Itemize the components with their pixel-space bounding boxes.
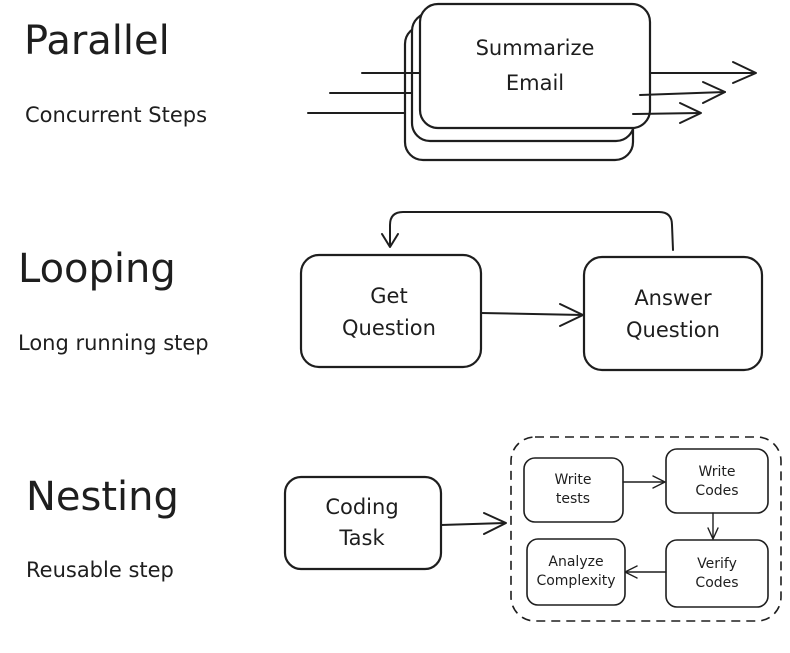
verify-codes-label-line1: Verify	[697, 556, 737, 572]
get-question-label-line1: Get	[370, 284, 407, 308]
nested-subflow-container	[510, 436, 782, 622]
coding-task-box	[283, 475, 443, 571]
write-tests-box	[523, 457, 624, 523]
write-codes-to-verify-codes-arrow	[707, 512, 719, 540]
write-codes-box	[665, 448, 769, 514]
get-question-label-line2: Question	[342, 316, 436, 340]
parallel-subtitle: Concurrent Steps	[25, 103, 207, 127]
write-tests-label-line1: Write	[555, 472, 592, 488]
section-nesting: Nesting Reusable step Coding Task Write …	[26, 436, 782, 622]
nesting-subtitle: Reusable step	[26, 558, 174, 582]
verify-codes-box	[665, 539, 769, 608]
answer-question-label-line2: Question	[626, 318, 720, 342]
get-to-answer-arrow	[480, 303, 584, 327]
write-tests-to-write-codes-arrow	[622, 475, 666, 489]
verify-codes-label-line2: Codes	[695, 575, 738, 591]
summarize-email-box	[418, 2, 652, 130]
analyze-complexity-box	[526, 538, 626, 606]
looping-subtitle: Long running step	[18, 331, 209, 355]
section-looping: Looping Long running step Get Question A…	[18, 211, 764, 372]
get-question-box	[299, 253, 483, 369]
summarize-email-label-line1: Summarize	[476, 36, 595, 60]
parallel-output-arrow-3	[632, 102, 702, 124]
loop-back-arrow	[381, 211, 674, 251]
write-tests-label-line2: tests	[556, 491, 590, 507]
answer-question-label-line1: Answer	[634, 286, 712, 310]
analyze-complexity-label-line1: Analyze	[548, 554, 603, 570]
section-parallel: Parallel Concurrent Steps Summarize Emai…	[24, 2, 757, 162]
coding-task-to-subflow-arrow	[440, 512, 507, 535]
analyze-complexity-label-line2: Complexity	[536, 573, 615, 589]
parallel-title: Parallel	[24, 18, 170, 64]
answer-question-box	[582, 255, 764, 372]
coding-task-label-line1: Coding	[325, 495, 398, 519]
verify-codes-to-analyze-complexity-arrow	[624, 565, 667, 579]
summarize-email-label-line2: Email	[506, 71, 564, 95]
looping-title: Looping	[18, 246, 176, 292]
parallel-output-arrow-1	[649, 61, 757, 84]
nesting-title: Nesting	[26, 474, 179, 520]
coding-task-label-line2: Task	[338, 526, 385, 550]
write-codes-label-line2: Codes	[695, 483, 738, 499]
parallel-output-arrow-2	[639, 81, 726, 104]
write-codes-label-line1: Write	[699, 464, 736, 480]
